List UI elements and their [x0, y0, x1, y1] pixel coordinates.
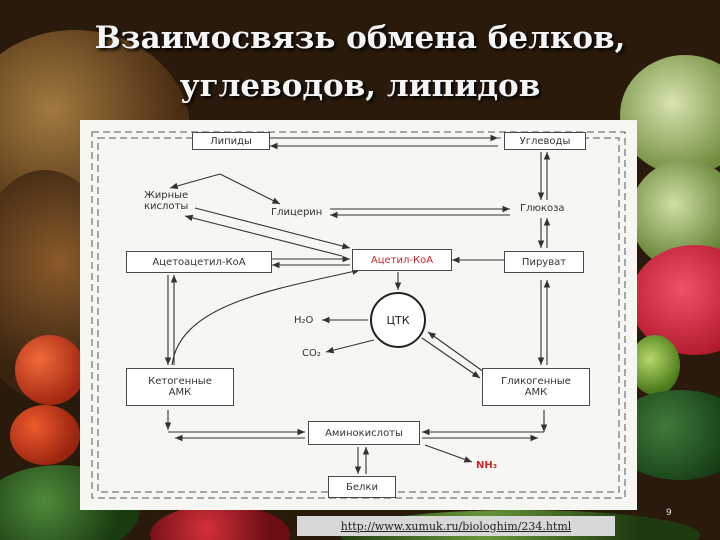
- ketogenic-line1: Кетогенные: [148, 376, 212, 387]
- tomato-shape: [15, 335, 85, 405]
- metabolism-diagram: Липиды Углеводы Жирные кислоты Глицерин …: [80, 120, 637, 510]
- arrow-tca-co2: [325, 339, 375, 354]
- diagram-connectors: [91, 131, 626, 499]
- label-water: H₂O: [294, 315, 314, 326]
- arrow-lipids-glycerol: [219, 173, 281, 205]
- label-fatty-acids-2: кислоты: [144, 201, 189, 212]
- label-glycerol: Глицерин: [271, 207, 323, 218]
- node-carbs: Углеводы: [504, 132, 586, 150]
- dashed-frame: [91, 131, 626, 499]
- arrow-tca-glucogenic: [421, 337, 481, 379]
- arrow-amino-nh3: [424, 444, 473, 463]
- slide-title-line2: углеводов, липидов: [179, 68, 541, 104]
- node-proteins: Белки: [328, 476, 396, 498]
- node-tca-cycle: ЦТК: [370, 292, 426, 348]
- apple-shape: [630, 335, 680, 395]
- arrow-lipids-fatty-acids: [169, 173, 221, 190]
- arrow-acetyl-fatty-acids: [184, 214, 343, 257]
- label-ammonia: NH₃: [476, 460, 498, 471]
- arrow-ketogenic-acetyl: [171, 268, 361, 366]
- glucogenic-line1: Гликогенные: [501, 376, 571, 387]
- label-co2: CO₂: [302, 348, 321, 359]
- slide-title-line1: Взаимосвязь обмена белков,: [94, 20, 626, 56]
- node-lipids: Липиды: [192, 132, 270, 150]
- node-ketogenic-amino-acids: Кетогенные АМК: [126, 368, 234, 406]
- tomato-shape: [10, 405, 80, 465]
- node-pyruvate: Пируват: [504, 251, 584, 273]
- node-amino-acids: Аминокислоты: [308, 421, 420, 445]
- ketogenic-line2: АМК: [168, 387, 192, 398]
- node-glucogenic-amino-acids: Гликогенные АМК: [482, 368, 590, 406]
- node-acetoacetyl-coa: Ацетоацетил-КоА: [126, 251, 272, 273]
- page-number: 9: [666, 508, 672, 518]
- label-fatty-acids-1: Жирные: [144, 190, 189, 201]
- source-link[interactable]: http://www.xumuk.ru/biologhim/234.html: [297, 516, 615, 536]
- arrow-glucogenic-tca: [427, 331, 485, 373]
- berries-shape: [150, 505, 290, 540]
- glucogenic-line2: АМК: [524, 387, 548, 398]
- node-acetyl-coa: Ацетил-КоА: [352, 249, 452, 271]
- label-glucose: Глюкоза: [520, 203, 565, 214]
- arrow-fatty-acids-acetyl: [194, 207, 351, 250]
